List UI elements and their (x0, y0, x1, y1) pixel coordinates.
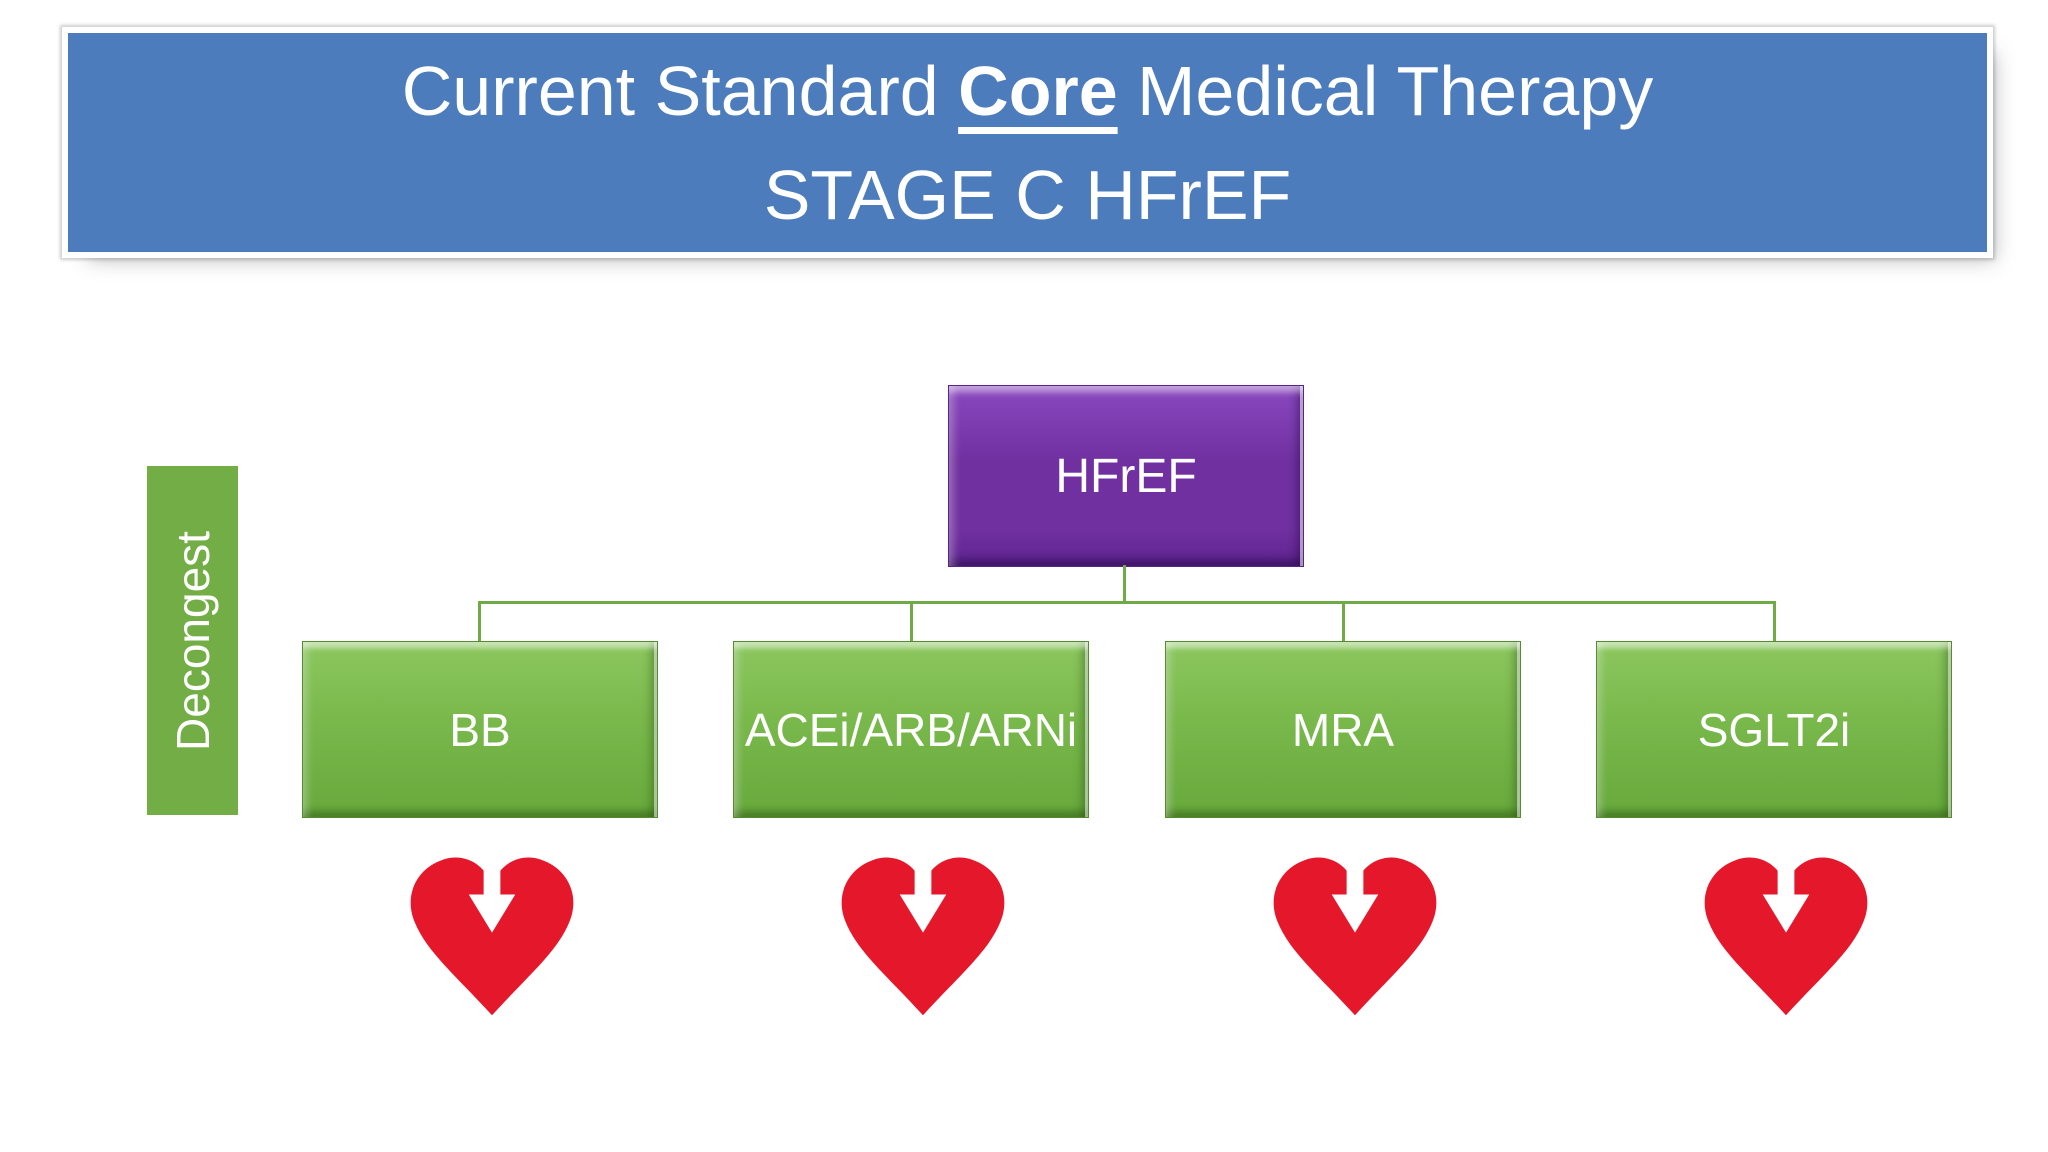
title-banner: Current Standard Core Medical Therapy ST… (68, 33, 1987, 252)
therapy-label: SGLT2i (1697, 703, 1851, 756)
therapy-box: ACEi/ARB/ARNi (733, 641, 1089, 818)
connector-drop (910, 602, 913, 642)
heart-down-arrow-icon (1273, 848, 1437, 1016)
root-node-label: HFrEF (1055, 449, 1197, 503)
connector-root-drop (1123, 565, 1126, 603)
heart-shape (1704, 857, 1868, 1016)
therapy-node: SGLT2i (1596, 641, 1952, 1041)
slide-title-line1: Current Standard Core Medical Therapy (402, 39, 1654, 143)
therapy-node: MRA (1165, 641, 1521, 1041)
heart-shape (1273, 857, 1437, 1016)
down-arrow-icon (1331, 848, 1379, 933)
root-node-hfref: HFrEF (948, 385, 1304, 567)
heart-down-arrow-icon (410, 848, 574, 1016)
heart-down-arrow-icon (1704, 848, 1868, 1016)
connector-drop (1773, 602, 1776, 642)
decongest-bar: Decongest (147, 466, 238, 815)
heart-shape (841, 857, 1005, 1016)
connector-bus (478, 601, 1776, 604)
heart-shape (410, 857, 574, 1016)
therapy-label: BB (449, 703, 511, 756)
therapy-box: BB (302, 641, 658, 818)
title-text-suffix: Medical Therapy (1117, 51, 1654, 130)
therapy-node: ACEi/ARB/ARNi (733, 641, 1089, 1041)
therapy-box: MRA (1165, 641, 1521, 818)
therapy-label: ACEi/ARB/ARNi (744, 703, 1078, 756)
down-arrow-icon (899, 848, 947, 933)
heart-down-arrow-icon (841, 848, 1005, 1016)
title-text-emphasis: Core (958, 51, 1118, 130)
down-arrow-icon (468, 848, 516, 933)
connector-drop (1342, 602, 1345, 642)
down-arrow-icon (1762, 848, 1810, 933)
title-text-prefix: Current Standard (401, 51, 959, 130)
slide-title-line2: STAGE C HFrEF (763, 155, 1292, 234)
therapy-box: SGLT2i (1596, 641, 1952, 818)
therapy-node: BB (302, 641, 658, 1041)
therapy-label: MRA (1291, 703, 1395, 756)
connector-drop (478, 602, 481, 642)
